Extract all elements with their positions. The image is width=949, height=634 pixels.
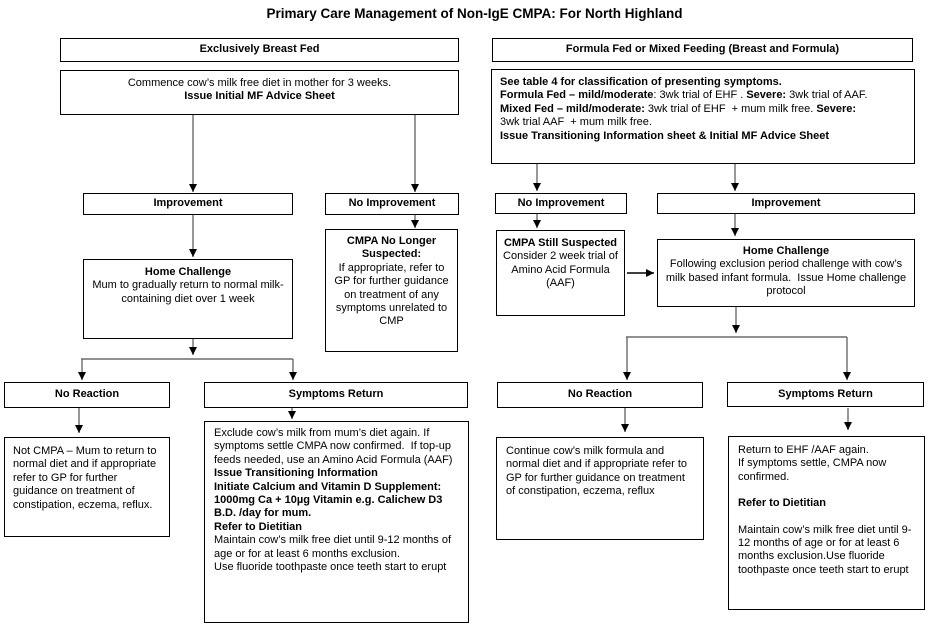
header-label: No Improvement	[348, 197, 436, 210]
header-label: Symptoms Return	[288, 388, 384, 401]
box-title: CMPA No Longer Suspected:	[346, 235, 437, 261]
paragraph: Exclude cow’s milk from mum’s diet again…	[214, 427, 455, 466]
box-home-challenge-right: Home Challenge Following exclusion perio…	[657, 239, 915, 307]
header-label: Improvement	[751, 196, 821, 209]
box-cmpa-still-suspected: CMPA Still Suspected Consider 2 week tri…	[496, 230, 625, 316]
segment-bold: Severe:	[816, 102, 857, 115]
header-label: No Reaction	[54, 388, 120, 401]
box-body: Not CMPA – Mum to return to normal diet …	[13, 445, 160, 511]
paragraph: Maintain cow’s milk free diet until 9-12…	[214, 534, 455, 560]
box-exclude-cows-milk: Exclude cow’s milk from mum’s diet again…	[204, 421, 469, 623]
header-label: No Improvement	[517, 196, 605, 209]
segment: : 3wk trial of EHF .	[653, 89, 747, 102]
text-line-bold: Issue Initial MF Advice Sheet	[184, 90, 335, 103]
segment-bold: Formula Fed – mild/moderate	[500, 89, 654, 102]
connector-lines	[75, 115, 852, 433]
box-improvement-right: Improvement	[657, 193, 915, 214]
segment-bold: Mixed Fed – mild/moderate:	[500, 102, 645, 115]
box-return-to-ehf-aaf: Return to EHF /AAF again. If symptoms se…	[728, 436, 925, 610]
header-label: No Reaction	[567, 388, 633, 401]
page-title: Primary Care Management of Non-IgE CMPA:…	[266, 6, 683, 21]
box-formula-fed-header: Formula Fed or Mixed Feeding (Breast and…	[492, 38, 913, 62]
paragraph-bold: Refer to Dietitian	[214, 520, 303, 533]
paragraph-bold: Initiate Calcium and Vitamin D Supplemen…	[214, 480, 446, 520]
box-title: CMPA Still Suspected	[503, 237, 618, 249]
box-continue-formula: Continue cow’s milk formula and normal d…	[496, 437, 704, 540]
header-label: Formula Fed or Mixed Feeding (Breast and…	[565, 43, 840, 56]
text-line-bold: See table 4 for classification of presen…	[500, 76, 782, 88]
box-no-reaction-right: No Reaction	[497, 382, 703, 408]
segment: 3wk trial of AAF.	[786, 89, 868, 102]
box-body: Mum to gradually return to normal milk-c…	[92, 279, 284, 305]
box-title: Home Challenge	[144, 266, 232, 278]
segment-bold: Severe:	[746, 89, 787, 102]
paragraph: Use fluoride toothpaste once teeth start…	[214, 561, 447, 574]
paragraph: Maintain cow’s milk free diet until 9-12…	[738, 523, 912, 576]
header-label: Exclusively Breast Fed	[199, 43, 320, 56]
box-body: Continue cow’s milk formula and normal d…	[506, 445, 691, 498]
text-line: Formula Fed – mild/moderate: 3wk trial o…	[500, 89, 906, 102]
box-home-challenge-left: Home Challenge Mum to gradually return t…	[83, 259, 293, 339]
box-exclusively-breast-fed: Exclusively Breast Fed	[60, 38, 459, 62]
box-symptoms-return-right: Symptoms Return	[727, 382, 924, 407]
segment: 3wk trial of EHF + mum milk free.	[644, 102, 817, 115]
box-body: Following exclusion period challenge wit…	[665, 258, 910, 298]
text-line-bold: Issue Transitioning Information sheet & …	[500, 129, 830, 142]
header-label: Improvement	[153, 197, 223, 210]
box-title: Home Challenge	[742, 245, 830, 257]
paragraph: Return to EHF /AAF again. If symptoms se…	[738, 444, 887, 483]
box-no-reaction-left: No Reaction	[4, 382, 170, 408]
box-symptom-classification: See table 4 for classification of presen…	[491, 69, 915, 164]
header-label: Symptoms Return	[778, 387, 873, 400]
box-cmpa-no-longer-suspected: CMPA No Longer Suspected: If appropriate…	[325, 229, 458, 352]
box-no-improvement-right: No Improvement	[495, 193, 627, 214]
box-body: Consider 2 week trial of Amino Acid Form…	[503, 250, 621, 290]
text-line: 3wk trial AAF + mum milk free.	[500, 116, 652, 129]
box-commence-milk-free-diet: Commence cow’s milk free diet in mother …	[60, 70, 459, 115]
box-symptoms-return-left: Symptoms Return	[204, 382, 468, 408]
paragraph-bold: Issue Transitioning Information	[214, 467, 378, 480]
box-improvement-left: Improvement	[83, 193, 293, 215]
box-body: If appropriate, refer to GP for further …	[334, 261, 452, 328]
box-not-cmpa: Not CMPA – Mum to return to normal diet …	[4, 437, 170, 537]
paragraph-bold: Refer to Dietitian	[738, 497, 827, 510]
text-line: Commence cow’s milk free diet in mother …	[127, 77, 392, 89]
box-no-improvement-left: No Improvement	[325, 193, 459, 215]
text-line: Mixed Fed – mild/moderate: 3wk trial of …	[500, 103, 906, 116]
